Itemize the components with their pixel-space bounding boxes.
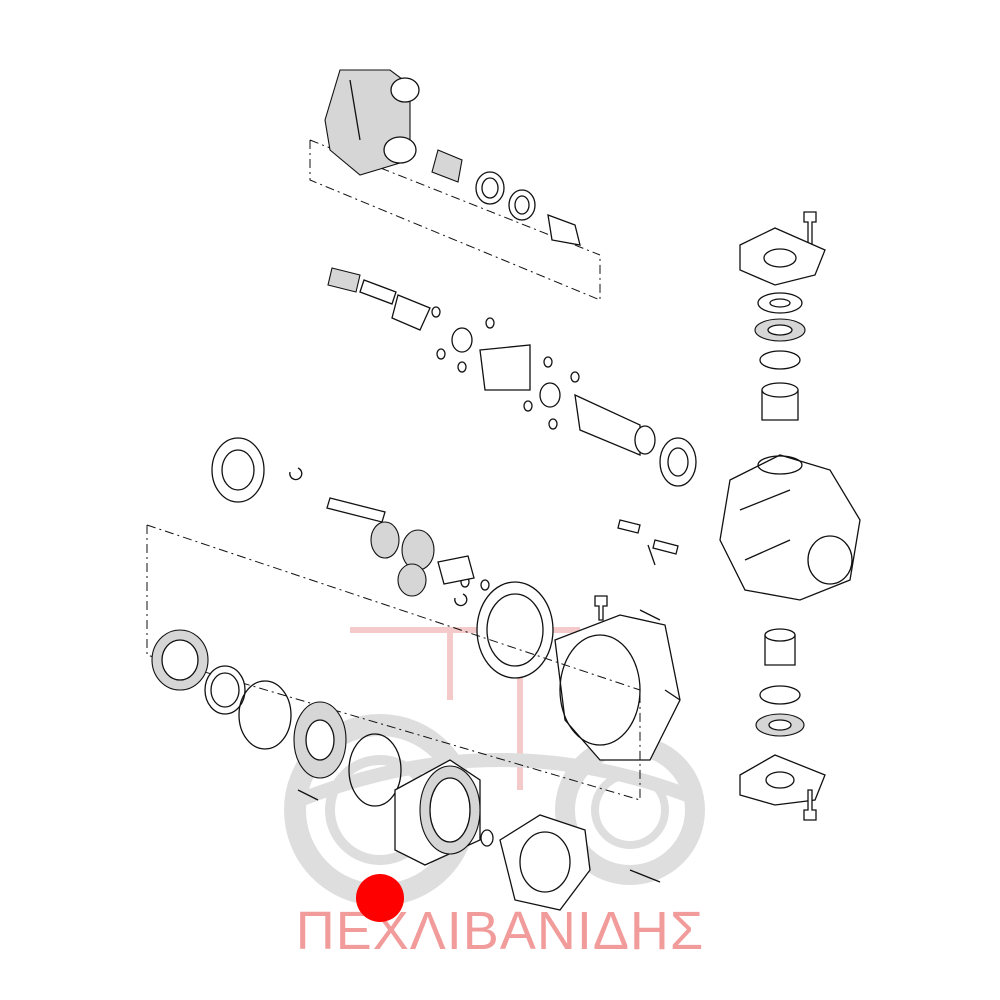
part-position-marker[interactable]	[356, 874, 404, 922]
planet-gears	[370, 521, 435, 597]
housing-bolt	[594, 595, 608, 621]
large-seal	[476, 581, 554, 679]
kingpin-top	[761, 382, 799, 421]
steering-yoke	[324, 69, 420, 176]
o-rings	[431, 306, 580, 430]
steering-knuckle-housing	[719, 454, 861, 601]
cover-bolt	[629, 869, 661, 883]
hub-cover	[499, 814, 591, 911]
lower-assembly-outline	[146, 524, 641, 801]
sun-gear-carrier	[293, 701, 347, 779]
drive-shaft	[327, 267, 656, 456]
top-cover-plate	[739, 227, 826, 286]
thrust-washer	[437, 555, 475, 585]
planet-pin	[326, 497, 386, 523]
bushing-1	[475, 171, 505, 205]
bearing-top	[754, 318, 806, 342]
washer-small	[480, 829, 494, 847]
kingpin-bolt-top	[803, 211, 817, 246]
bottom-cover-plate	[739, 754, 826, 806]
ring-gear	[394, 759, 481, 866]
hub-housing	[554, 609, 681, 761]
seal-bottom	[759, 685, 801, 705]
screw-small	[297, 789, 319, 801]
bearing-bottom	[755, 713, 805, 737]
spacer-ring	[204, 665, 246, 715]
snap-ring-2	[348, 733, 402, 807]
pins-small	[617, 519, 679, 566]
snap-ring-1	[238, 680, 292, 750]
hub-bearing	[151, 629, 209, 691]
kingpin-bottom	[764, 628, 796, 666]
kingpin-bolt-bottom	[803, 789, 817, 821]
seal-ring-left	[211, 437, 265, 503]
needle-bearing	[431, 149, 463, 183]
seal-top	[757, 292, 803, 314]
ring-top	[759, 350, 801, 370]
seal-ring-right	[659, 437, 697, 487]
bushing-3	[547, 214, 581, 246]
bushing-2	[508, 189, 536, 221]
